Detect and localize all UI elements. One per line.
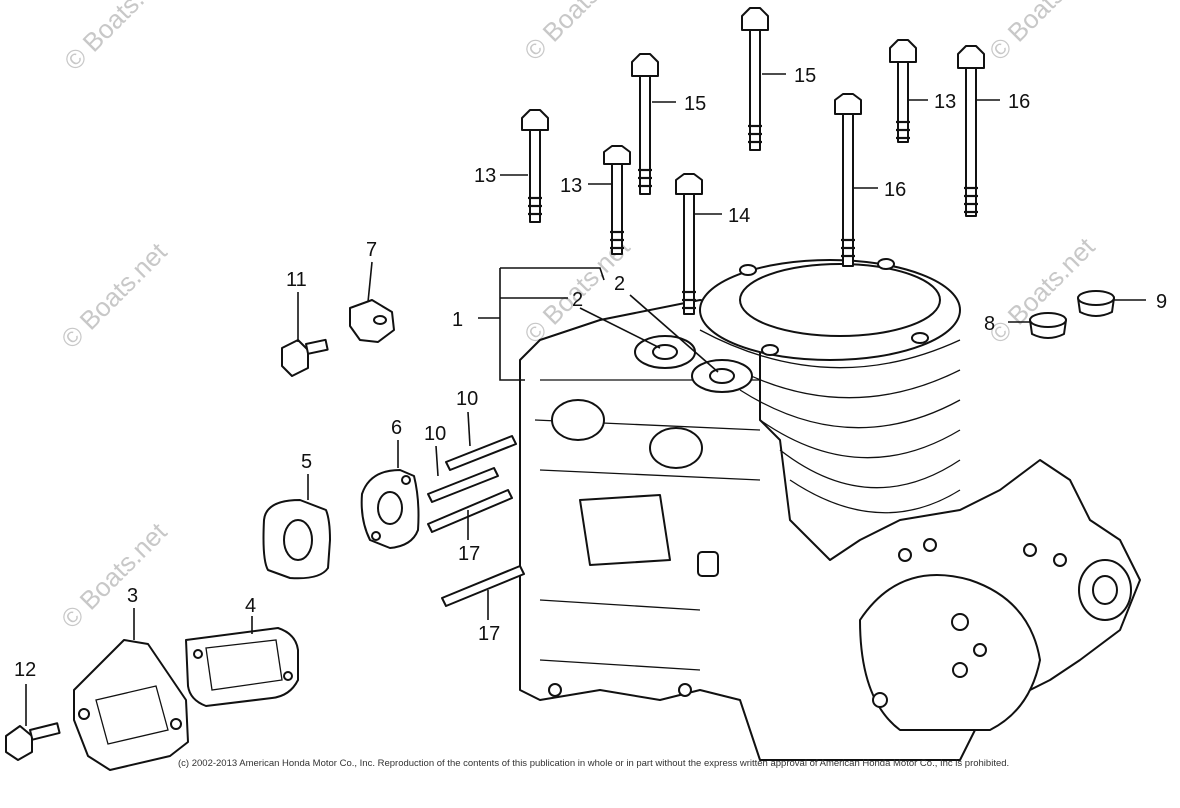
callout-10: 10	[456, 388, 478, 410]
callout-17: 17	[478, 623, 500, 645]
gasket-6[interactable]	[360, 469, 420, 549]
watermark: © Boats.net	[55, 236, 173, 354]
copyright-notice: (c) 2002-2013 American Honda Motor Co., …	[178, 758, 1009, 769]
callout-17: 17	[458, 543, 480, 565]
callout-1: 1	[452, 309, 463, 331]
watermark: © Boats.net	[518, 0, 636, 66]
callout-labels: 1 2 2 3 4 5 6 7 8 9 10 10 11 12 13 13 13…	[14, 65, 1167, 681]
callout-11: 11	[286, 269, 307, 291]
stud-17-lower[interactable]	[441, 565, 525, 607]
callout-10: 10	[424, 423, 446, 445]
callout-16: 16	[1008, 91, 1030, 113]
callout-15: 15	[684, 93, 706, 115]
bolt-13-left[interactable]	[521, 109, 549, 223]
watermark: © Boats.net	[55, 516, 173, 634]
callout-13: 13	[934, 91, 956, 113]
bolt-13-mid[interactable]	[603, 145, 631, 255]
callout-12: 12	[14, 659, 36, 681]
bolt-15-left[interactable]	[631, 53, 659, 195]
leader-lines	[25, 73, 1146, 726]
callout-4: 4	[245, 595, 256, 617]
callout-16: 16	[884, 179, 906, 201]
callout-2: 2	[614, 273, 625, 295]
cap-9[interactable]	[1077, 290, 1115, 317]
callout-8: 8	[984, 313, 995, 335]
callout-13: 13	[560, 175, 582, 197]
callout-7: 7	[366, 239, 377, 261]
stud-10-lower[interactable]	[427, 467, 499, 503]
stud-10-upper[interactable]	[445, 435, 517, 471]
bolt-16-mid[interactable]	[834, 93, 862, 267]
callout-6: 6	[391, 417, 402, 439]
callout-2: 2	[572, 289, 583, 311]
bolt-15-right[interactable]	[741, 7, 769, 151]
callout-14: 14	[728, 205, 750, 227]
stud-17-upper[interactable]	[427, 489, 513, 533]
cover-3[interactable]	[73, 639, 189, 771]
clamp-7[interactable]	[349, 299, 395, 343]
bolt-16-right[interactable]	[957, 45, 985, 217]
callout-15: 15	[794, 65, 816, 87]
insulator-5[interactable]	[262, 499, 331, 580]
callout-3: 3	[127, 585, 138, 607]
callout-5: 5	[301, 451, 312, 473]
cylinder-barrel-part[interactable]	[519, 258, 1141, 761]
bolt-12[interactable]	[5, 722, 61, 761]
cap-8[interactable]	[1029, 312, 1067, 339]
callout-9: 9	[1156, 291, 1167, 313]
watermark: © Boats.net	[58, 0, 176, 76]
watermark: © Boats.net	[983, 0, 1101, 66]
bolt-11[interactable]	[281, 338, 329, 377]
callout-13: 13	[474, 165, 496, 187]
bolt-14[interactable]	[675, 173, 703, 315]
bolt-13-right[interactable]	[889, 39, 917, 143]
gasket-4[interactable]	[185, 627, 299, 707]
